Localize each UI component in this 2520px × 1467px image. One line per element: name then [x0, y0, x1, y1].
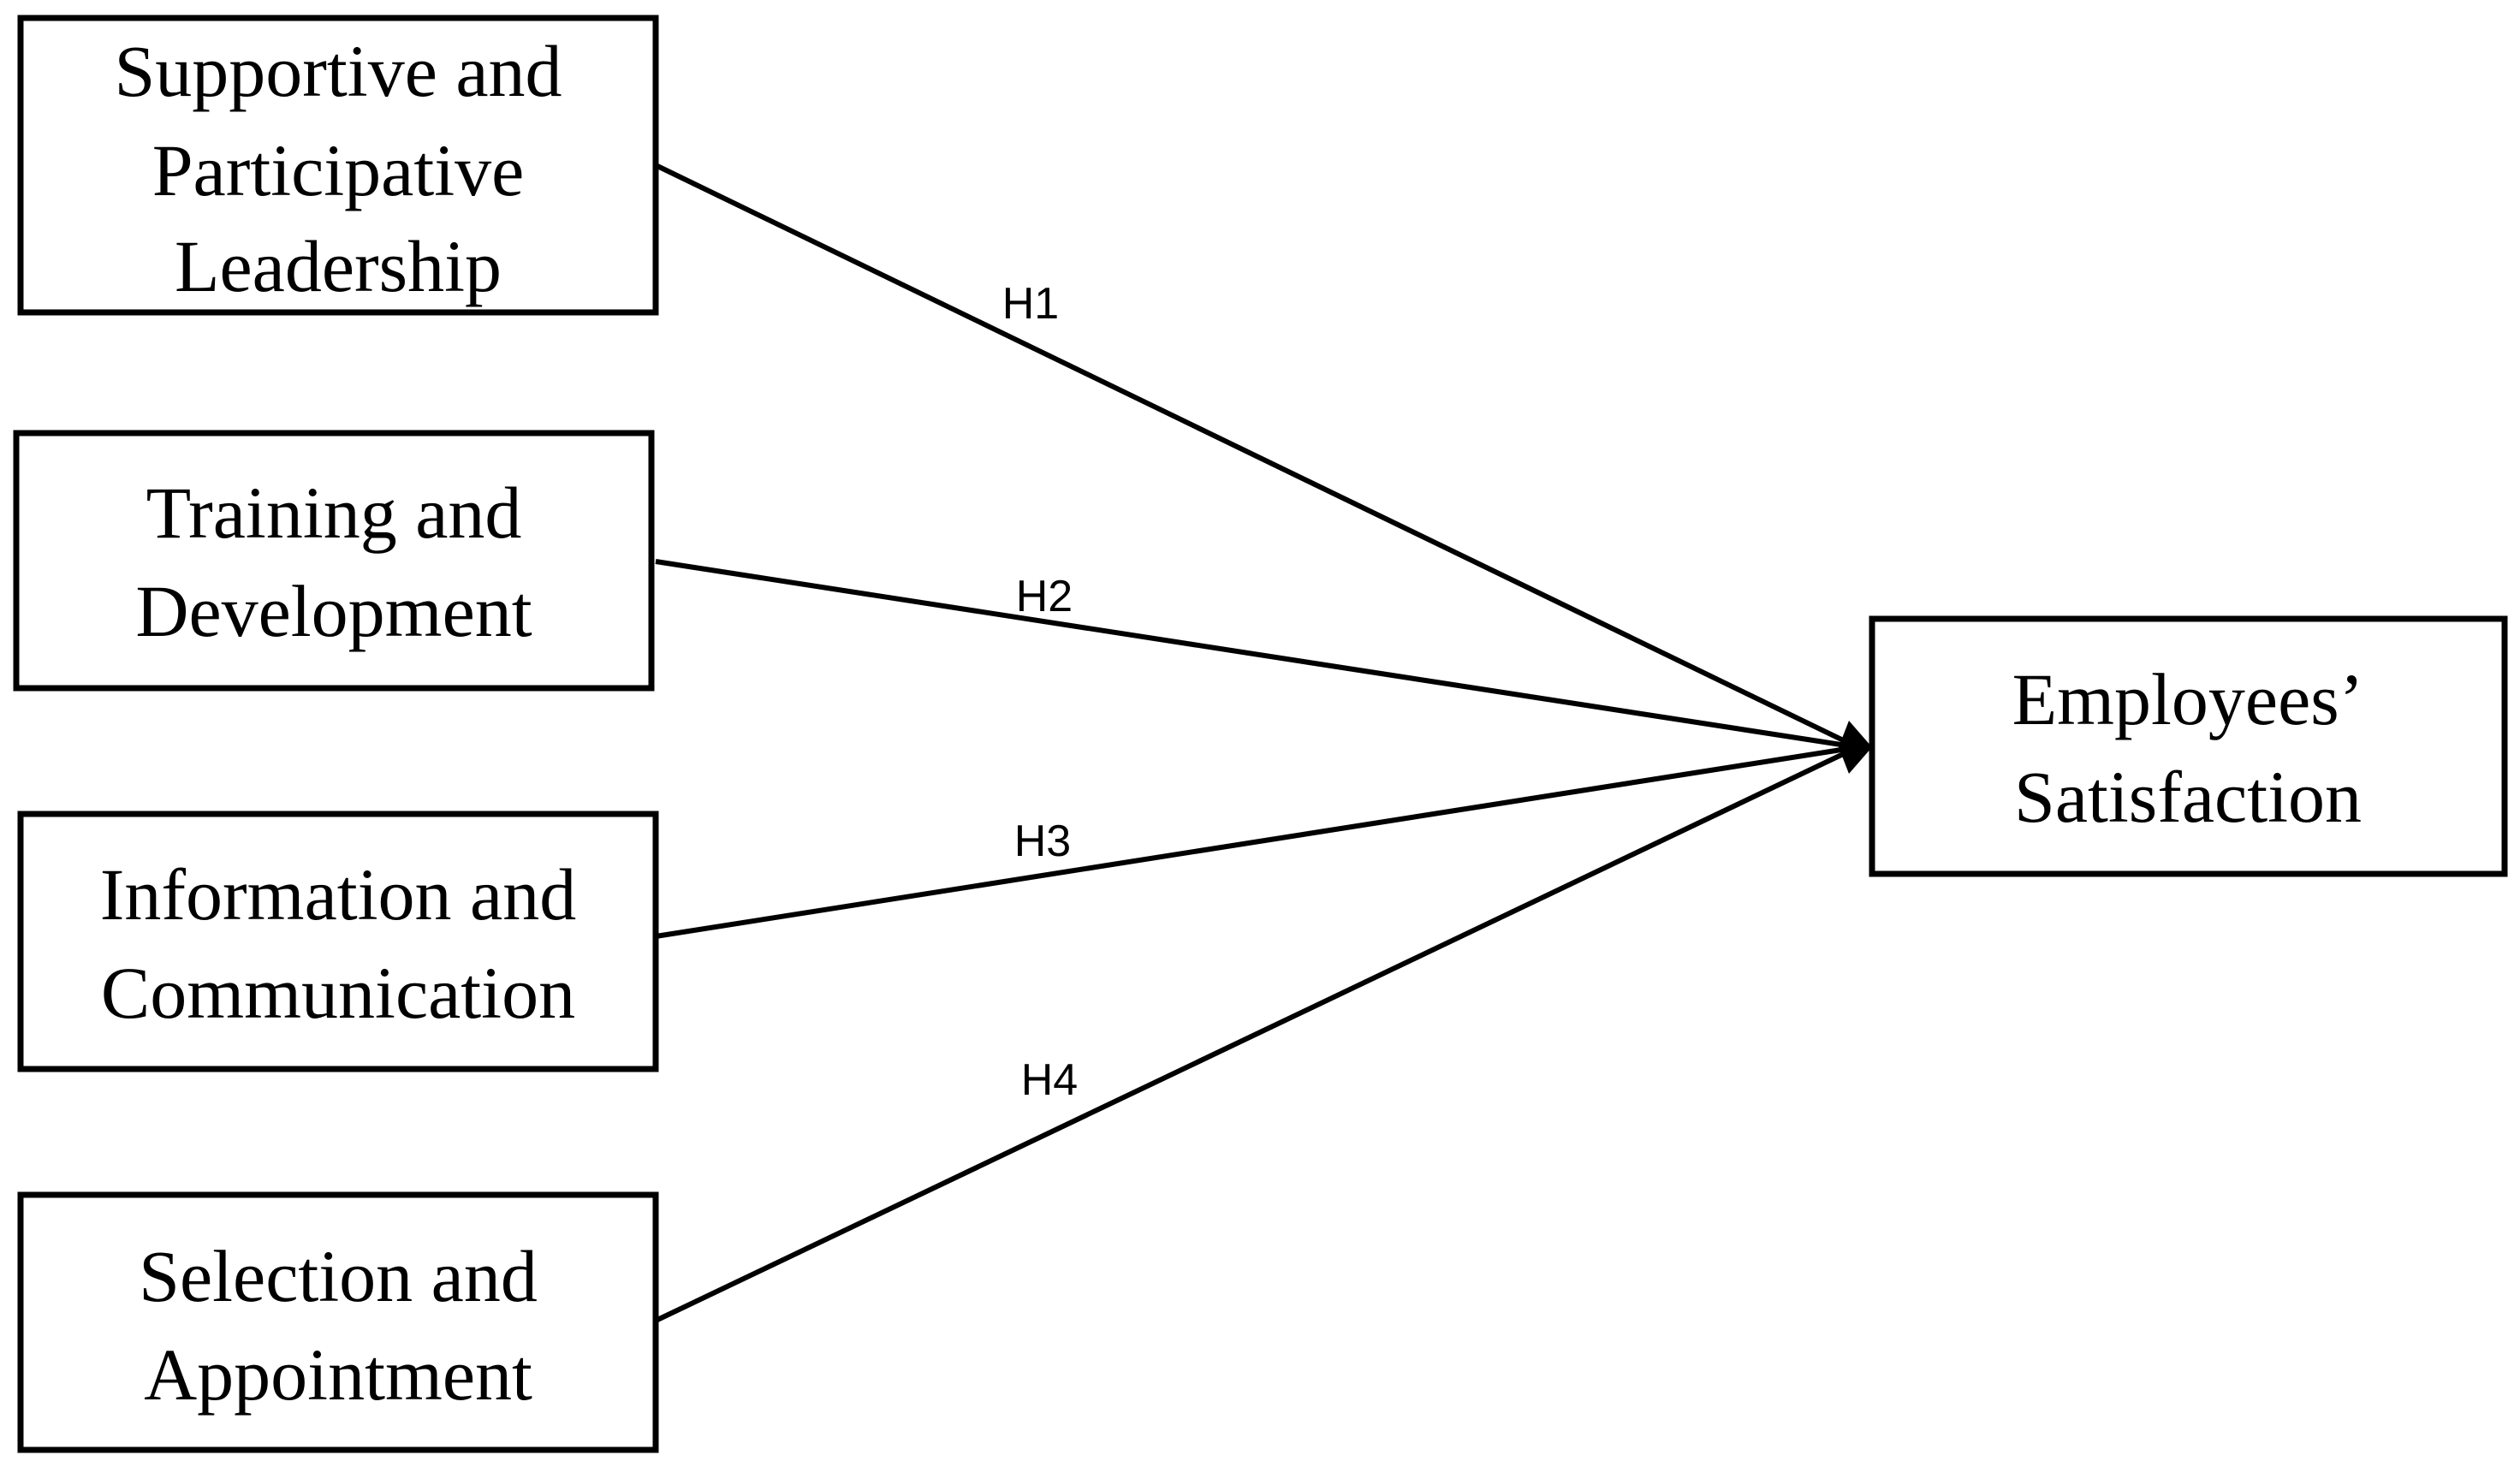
arrowhead-icon — [1839, 721, 1872, 774]
node-box — [13, 430, 655, 692]
hypothesis-edges — [654, 163, 1872, 1323]
node-line: Participative — [152, 129, 525, 211]
edge-h4-line — [654, 745, 1859, 1323]
edge-h1-line — [654, 163, 1859, 750]
node-box — [1869, 615, 2508, 877]
node-supportive-participative-leadership: Supportive and Participative Leadership — [17, 15, 659, 316]
node-box — [17, 811, 659, 1072]
node-line: Satisfaction — [2014, 756, 2362, 838]
node-line: Selection and — [139, 1235, 538, 1317]
node-line: Employees’ — [2012, 658, 2364, 740]
edge-h3-line — [655, 745, 1858, 939]
node-employees-satisfaction: Employees’ Satisfaction — [1869, 615, 2508, 877]
node-box — [17, 1191, 659, 1453]
node-training-development: Training and Development — [13, 430, 655, 692]
edge-label-h3: H3 — [1014, 817, 1071, 866]
node-selection-appointment: Selection and Appointment — [17, 1191, 659, 1453]
node-box — [17, 15, 659, 316]
node-line: Appointment — [144, 1333, 532, 1416]
edge-label-h1: H1 — [1002, 279, 1059, 329]
node-line: Supportive and — [114, 30, 562, 112]
node-line: Communication — [101, 952, 575, 1034]
hypothesis-labels: H1 H2 H3 H4 — [1002, 279, 1078, 1105]
node-information-communication: Information and Communication — [17, 811, 659, 1072]
node-line: Information and — [100, 853, 576, 935]
edge-label-h4: H4 — [1021, 1055, 1078, 1105]
node-line: Leadership — [175, 225, 502, 307]
edge-h2-line — [655, 559, 1858, 750]
node-line: Training and — [146, 472, 522, 554]
edge-label-h2: H2 — [1016, 572, 1073, 621]
node-line: Development — [135, 570, 532, 652]
